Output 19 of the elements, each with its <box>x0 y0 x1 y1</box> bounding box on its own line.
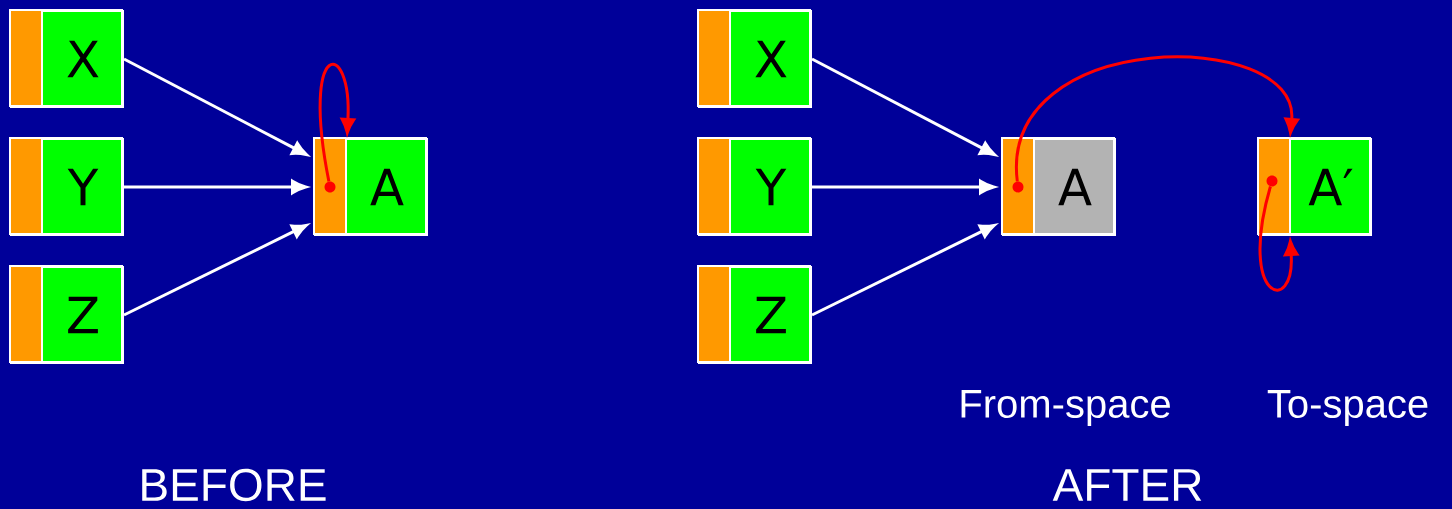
caption: BEFORE <box>142 468 326 502</box>
arrow <box>811 223 996 317</box>
arrow <box>123 223 308 317</box>
arrow <box>1015 55 1299 182</box>
record-box: Z <box>697 265 812 364</box>
record-box: Z <box>9 265 124 364</box>
record-box: X <box>9 9 124 108</box>
arrow <box>1258 186 1299 292</box>
caption: From-space <box>961 390 1170 426</box>
record-box: X <box>697 9 812 108</box>
caption: AFTER <box>1052 469 1202 501</box>
arrow <box>318 62 356 182</box>
record-box: Y <box>9 137 124 236</box>
record-box: Y <box>697 137 812 236</box>
arrow <box>123 57 308 156</box>
record-box: A <box>1001 137 1116 236</box>
caption: To-space <box>1267 390 1428 426</box>
record-box: A <box>313 137 428 236</box>
record-box: A′ <box>1257 137 1372 236</box>
